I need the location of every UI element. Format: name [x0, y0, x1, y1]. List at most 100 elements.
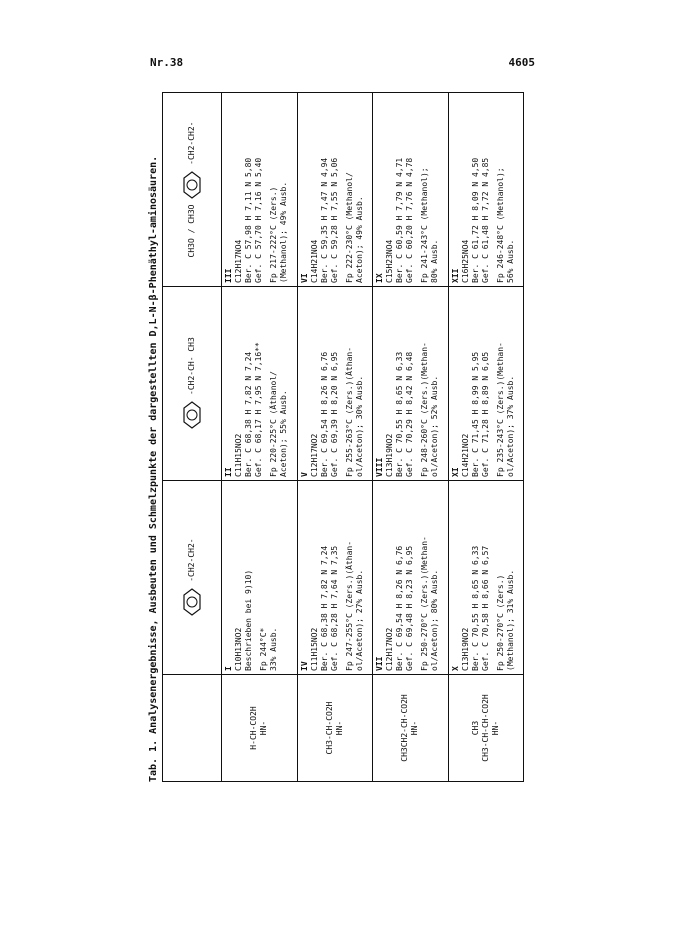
table-caption: Tab. 1. Analysenergebnisse, Ausbeuten un… — [148, 155, 159, 782]
compound-line: Gef. C 60,20 H 7,76 N 4,78 — [405, 157, 415, 283]
compound-line: Gef. C 59,28 H 7,55 N 5,06 — [329, 157, 339, 283]
table-header-row: -CH2-CH2- -CH2-CH- CH3 CH3O / CH3O — [162, 92, 222, 782]
compound-line: C14H21NO4 — [309, 239, 319, 283]
compound-line: Ber. C 60,59 H 7,79 N 4,71 — [395, 157, 405, 283]
compound-line: Gef. C 69,39 H 8,20 N 6,95 — [329, 351, 339, 477]
compound-line: Ber. C 61,72 H 8,09 N 4,50 — [470, 157, 480, 283]
compound-line: Aceton); 55% Ausb. — [279, 390, 289, 477]
compound-line: Fp 250-270°C (Zers.) — [495, 574, 505, 671]
compound-line: Gef. C 61,48 H 7,72 N 4,85 — [480, 157, 490, 283]
compound-line: C10H13NO2 — [234, 627, 244, 671]
compound-line: Gef. C 68,17 H 7,95 N 7,16** — [254, 342, 264, 477]
compound-number: IX — [375, 273, 385, 283]
compound-line: Ber. C 69,54 H 8,26 N 6,76 — [395, 545, 405, 671]
compound-line: Fp 255-263°C (Zers.)(Äthan- — [344, 346, 354, 477]
compound-line: ol/Aceton); 37% Ausb. — [505, 375, 515, 477]
benzene-ring-icon — [183, 401, 201, 429]
col-header-1: -CH2-CH2- — [162, 480, 222, 675]
compound-number: X — [450, 666, 460, 671]
journal-number: Nr.38 — [150, 56, 184, 69]
rotated-content: Tab. 1. Analysenergebnisse, Ausbeuten un… — [146, 92, 524, 782]
compound-line: ol/Aceton); 80% Ausb. — [430, 569, 440, 671]
compound-number: V — [299, 472, 309, 477]
col-header-2-label: -CH2-CH- — [187, 356, 197, 395]
compound-number: XI — [450, 467, 460, 477]
compound-line: Beschrieben bei 9)10) — [244, 569, 254, 671]
compound-line: Fp 248-260°C (Zers.)(Methan- — [420, 342, 430, 477]
row-header-line: H-CH-CO2H — [249, 706, 259, 750]
compound-line: C11H15NO2 — [234, 433, 244, 477]
compound-line: C11H15NO2 — [309, 627, 319, 671]
row-header-line: HN- — [490, 720, 500, 736]
compound-line: (Methanol); 49% Ausb. — [279, 181, 289, 283]
compound-line: Ber. C 57,98 H 7,11 N 5,80 — [244, 157, 254, 283]
compound-line: Fp 222-230°C (Methanol/ — [344, 172, 354, 283]
col-header-3-label: -CH2-CH2- — [187, 121, 197, 165]
compound-number: XII — [450, 268, 460, 283]
compound-line: Fp 247-255°C (Zers.)(Äthan- — [344, 540, 354, 671]
compound-line: Ber. C 68,38 H 7,82 N 7,24 — [319, 545, 329, 671]
compound-line: Fp 220-225°C (Äthanol/ — [269, 371, 279, 477]
col-header-2: -CH2-CH- CH3 — [162, 286, 222, 481]
compound-number: II — [224, 467, 234, 477]
row-header-line: HN- — [410, 720, 420, 736]
compound-line: 33% Ausb. — [269, 627, 279, 671]
compound-line: C13H19NO2 — [385, 433, 395, 477]
compound-line: Ber. C 70,55 H 8,65 N 6,33 — [470, 545, 480, 671]
row-header-line: CH3 — [470, 720, 480, 736]
col-header-3: CH3O / CH3O -CH2-CH2- — [162, 92, 222, 287]
row-header-line: CH3CH2-CH-CO2H — [400, 694, 410, 762]
compound-line: C12H17NO4 — [234, 239, 244, 283]
compound-line: C12H17NO2 — [385, 627, 395, 671]
compound-line: 56% Ausb. — [505, 239, 515, 283]
row-header-line: CH3-CH-CH-CO2H — [480, 694, 490, 762]
compound-line: Gef. C 71,28 H 8,89 N 6,05 — [480, 351, 490, 477]
compound-number: VII — [375, 656, 385, 671]
col-header-3-prefix: CH3O / CH3O — [187, 204, 197, 258]
corner-cell — [162, 674, 222, 782]
compound-number: I — [224, 666, 234, 671]
compound-line: C14H21NO2 — [460, 433, 470, 477]
col-header-2-sub: CH3 — [187, 337, 197, 352]
compound-line: C13H19NO2 — [460, 627, 470, 671]
compound-line: ol/Aceton); 52% Ausb. — [430, 375, 440, 477]
compound-line: C16H25NO4 — [460, 239, 470, 283]
compound-line: C12H17NO2 — [309, 433, 319, 477]
page-number: 4605 — [508, 56, 536, 69]
compound-line: Fp 244°C* — [259, 627, 269, 671]
compound-line: Ber. C 59,35 H 7,47 N 4,94 — [319, 157, 329, 283]
row-header-line: HN- — [334, 720, 344, 736]
compound-line: Ber. C 70,55 H 8,65 N 6,33 — [395, 351, 405, 477]
compound-line: Fp 235-243°C (Zers.)(Methan- — [495, 342, 505, 477]
compound-line: 80% Ausb. — [430, 239, 440, 283]
benzene-ring-icon — [183, 170, 201, 199]
compound-line: ol/Aceton); 27% Ausb. — [354, 569, 364, 671]
compound-line: Fp 241-243°C (Methanol); — [420, 167, 430, 283]
results-table: -CH2-CH2- -CH2-CH- CH3 CH3O / CH3O — [162, 92, 524, 782]
compound-line: Fp 217-222°C (Zers.) — [269, 186, 279, 283]
rotated-table-area: Tab. 1. Analysenergebnisse, Ausbeuten un… — [146, 92, 524, 782]
row-header-line: CH3-CH-CO2H — [324, 701, 334, 755]
compound-number: VI — [299, 273, 309, 283]
compound-line: ol/Aceton); 30% Ausb. — [354, 375, 364, 477]
compound-line: Gef. C 69,48 H 8,23 N 6,95 — [405, 545, 415, 671]
compound-line: Fp 246-248°C (Methanol); — [495, 167, 505, 283]
compound-line: Aceton); 49% Ausb. — [354, 196, 364, 283]
compound-line: Gef. C 70,58 H 8,66 N 6,57 — [480, 545, 490, 671]
